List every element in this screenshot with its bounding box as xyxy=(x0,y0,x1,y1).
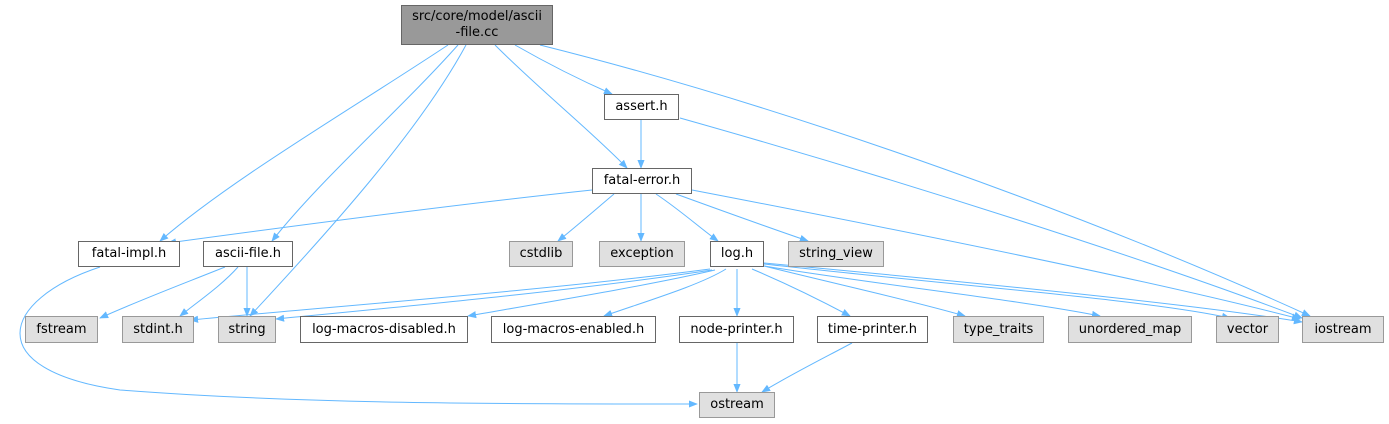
edge-log-stdint xyxy=(189,268,711,323)
node-time-printer-h[interactable]: time-printer.h xyxy=(817,316,928,343)
node-exception[interactable]: exception xyxy=(599,241,685,267)
node-log-macros-disabled-h-label: log-macros-disabled.h xyxy=(312,321,456,337)
node-node-printer-h[interactable]: node-printer.h xyxy=(679,316,794,343)
node-string-label: string xyxy=(228,321,266,337)
node-fstream-label: fstream xyxy=(36,321,87,337)
edge-time-printer-ostream xyxy=(761,342,853,393)
edge-fatal-error-log xyxy=(655,193,719,242)
node-iostream[interactable]: iostream xyxy=(1302,316,1384,343)
node-stdint-h-label: stdint.h xyxy=(133,321,183,337)
node-log-h-label: log.h xyxy=(720,246,754,261)
edge-ascii-file-fstream xyxy=(99,266,226,319)
edge-root-ascii-file xyxy=(271,44,459,242)
node-assert-h[interactable]: assert.h xyxy=(604,94,679,120)
edge-log-string xyxy=(275,269,713,322)
node-node-printer-h-label: node-printer.h xyxy=(690,321,783,337)
node-assert-h-label: assert.h xyxy=(615,99,668,114)
edge-log-macros-enabled xyxy=(603,268,727,317)
node-stdint-h[interactable]: stdint.h xyxy=(122,316,194,343)
node-ascii-file-cc[interactable]: src/core/model/ascii -file.cc xyxy=(401,5,553,45)
node-vector[interactable]: vector xyxy=(1216,316,1279,343)
node-string[interactable]: string xyxy=(218,316,276,343)
edge-log-vector xyxy=(763,263,1231,320)
edge-assert-iostream xyxy=(679,117,1303,319)
node-fatal-error-h[interactable]: fatal-error.h xyxy=(592,168,692,194)
node-fatal-impl-h[interactable]: fatal-impl.h xyxy=(78,241,180,267)
node-log-macros-enabled-h-label: log-macros-enabled.h xyxy=(502,321,645,337)
edge-log-time-printer xyxy=(751,268,851,317)
node-exception-label: exception xyxy=(610,246,674,261)
edge-log-macros-disabled xyxy=(467,269,716,319)
node-log-macros-enabled-h[interactable]: log-macros-enabled.h xyxy=(491,316,656,343)
edge-root-string xyxy=(249,44,467,317)
edge-log-iostream xyxy=(763,262,1303,325)
node-ascii-file-h-label: ascii-file.h xyxy=(215,246,281,261)
edge-log-unordered-map xyxy=(763,265,1101,318)
node-fstream[interactable]: fstream xyxy=(25,316,98,343)
node-fatal-impl-h-label: fatal-impl.h xyxy=(91,246,167,261)
node-ascii-file-cc-line1: src/core/model/ascii xyxy=(412,9,542,24)
edge-log-type-traits xyxy=(763,265,966,318)
node-unordered-map[interactable]: unordered_map xyxy=(1068,316,1192,343)
edge-fatal-error-string-view xyxy=(675,193,809,242)
node-log-macros-disabled-h[interactable]: log-macros-disabled.h xyxy=(300,316,468,343)
node-fatal-error-h-label: fatal-error.h xyxy=(603,173,681,188)
node-string-view[interactable]: string_view xyxy=(788,241,884,267)
node-ascii-file-cc-line2: -file.cc xyxy=(455,25,499,40)
edge-fatal-error-cstdlib xyxy=(557,193,615,242)
node-iostream-label: iostream xyxy=(1314,321,1372,337)
node-cstdlib-label: cstdlib xyxy=(519,246,563,261)
edge-root-fatal-impl xyxy=(159,44,449,242)
node-cstdlib[interactable]: cstdlib xyxy=(509,241,573,267)
node-log-h[interactable]: log.h xyxy=(710,241,764,267)
node-ostream[interactable]: ostream xyxy=(699,392,775,418)
node-ascii-file-h[interactable]: ascii-file.h xyxy=(203,241,293,267)
edge-root-iostream xyxy=(539,44,1311,317)
node-type-traits-label: type_traits xyxy=(963,321,1034,337)
node-vector-label: vector xyxy=(1226,321,1269,337)
edge-root-fatal-error xyxy=(494,44,628,169)
node-unordered-map-label: unordered_map xyxy=(1078,321,1182,337)
node-time-printer-h-label: time-printer.h xyxy=(827,321,918,337)
node-type-traits[interactable]: type_traits xyxy=(953,316,1044,343)
edge-fatal-impl-ostream xyxy=(19,266,698,408)
node-ostream-label: ostream xyxy=(710,397,764,412)
edge-fatal-error-fatal-impl xyxy=(167,189,593,246)
node-string-view-label: string_view xyxy=(799,246,873,261)
edge-root-assert xyxy=(514,44,613,95)
edge-fatal-error-iostream xyxy=(691,189,1301,321)
edge-ascii-file-stdint xyxy=(179,266,239,317)
